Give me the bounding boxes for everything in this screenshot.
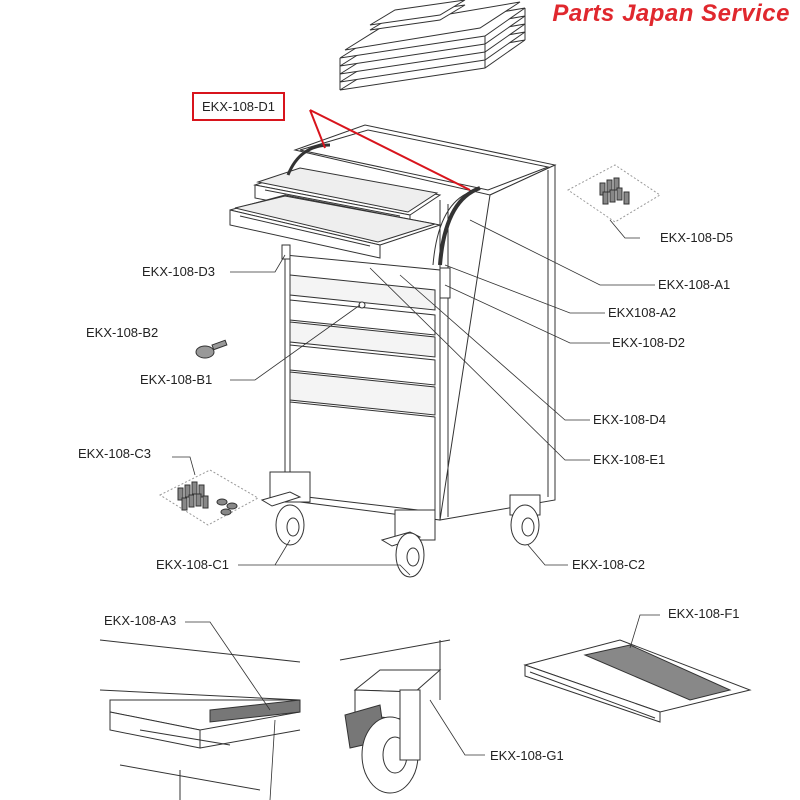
label-ekx-108-e1: EKX-108-E1 — [593, 452, 666, 467]
label-ekx108-a2: EKX108-A2 — [608, 305, 676, 320]
open-drawer-lower — [229, 194, 442, 259]
label-ekx-108-d5: EKX-108-D5 — [660, 230, 733, 245]
label-ekx-108-a1: EKX-108-A1 — [658, 277, 731, 292]
label-ekx-108-b1: EKX-108-B1 — [140, 372, 213, 387]
label-ekx-108-d3: EKX-108-D3 — [142, 264, 215, 279]
bolt-bag-c3 — [158, 469, 260, 526]
cabinet-body — [284, 124, 557, 521]
label-ekx-108-c2: EKX-108-C2 — [572, 557, 645, 572]
inset-tray-mat — [523, 639, 752, 723]
label-ekx-108-f1: EKX-108-F1 — [668, 606, 740, 621]
label-ekx-108-b2: EKX-108-B2 — [86, 325, 159, 340]
label-ekx-108-d4: EKX-108-D4 — [593, 412, 666, 427]
caster-front-right — [380, 509, 436, 578]
caster-front-left — [260, 471, 311, 546]
caster-rear-right — [509, 494, 541, 546]
highlight-leaders — [309, 109, 471, 191]
label-ekx-108-c1: EKX-108-C1 — [156, 557, 229, 572]
bolt-bag-d5 — [567, 164, 661, 223]
label-ekx-108-d2: EKX-108-D2 — [612, 335, 685, 350]
label-ekx-108-a3: EKX-108-A3 — [104, 613, 177, 628]
key-b2 — [195, 339, 228, 359]
drawer-mat-stack — [339, 0, 526, 91]
label-ekx-108-c3: EKX-108-C3 — [78, 446, 151, 461]
inset-top-rail — [99, 639, 301, 800]
label-ekx-108-d1: EKX-108-D1 — [192, 92, 285, 121]
inset-caster — [339, 639, 451, 794]
side-handles — [281, 143, 481, 299]
label-ekx-108-g1: EKX-108-G1 — [490, 748, 564, 763]
brand-watermark: Parts Japan Service — [552, 0, 790, 27]
